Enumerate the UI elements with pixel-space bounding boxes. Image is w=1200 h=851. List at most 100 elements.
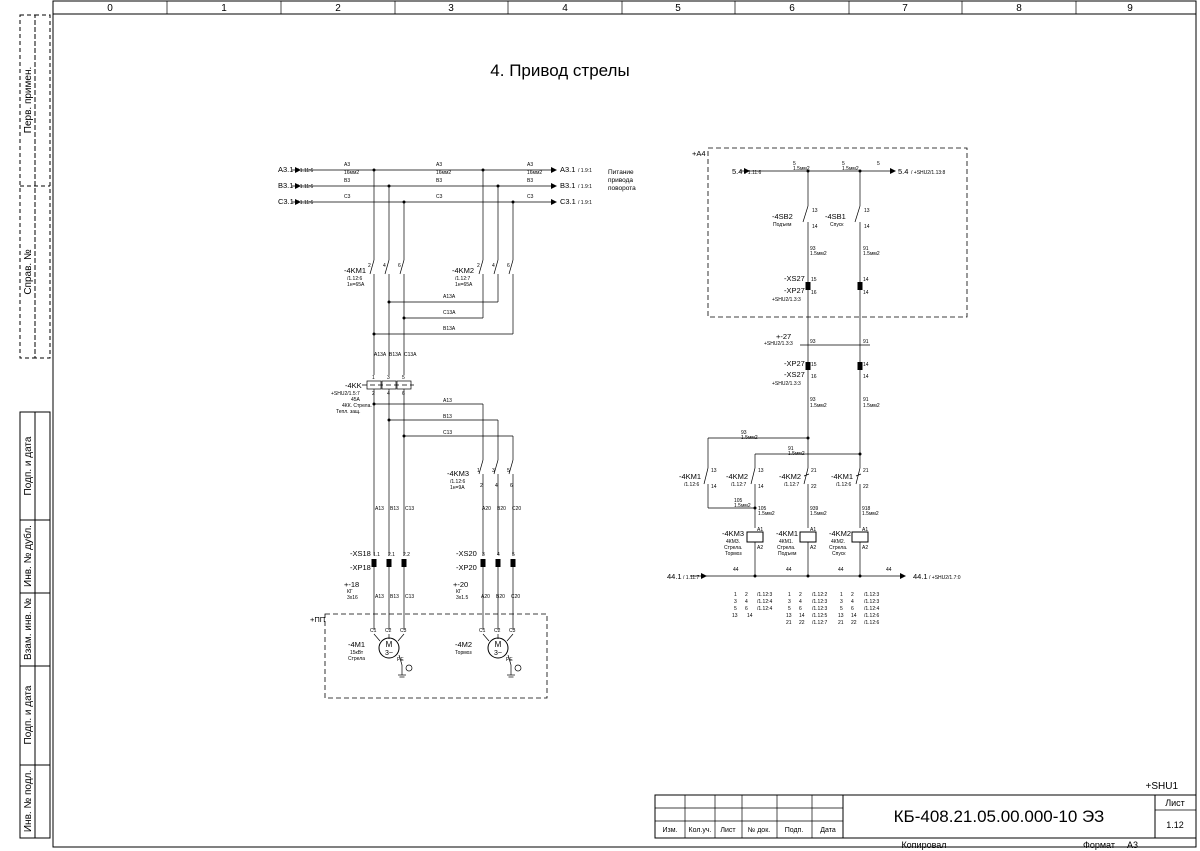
w5-1: 5 (793, 161, 796, 167)
turn-note-1: Питание (608, 169, 634, 176)
coil-km1-tag: -4KM1 (776, 529, 798, 538)
cable18-size: 3x16 (347, 595, 358, 601)
grid-col-1: 1 (221, 3, 227, 14)
coil-km2-tag: -4KM2 (829, 529, 851, 538)
xs27b-ref: +SHU2/1.3:3 (772, 381, 801, 387)
podp-data-label-2: Подп. и дата (23, 685, 34, 744)
xref1-r1-c: /1.12:3 (812, 599, 828, 605)
cable20-kind: КГ (456, 589, 462, 595)
xs27-pin-16: 16 (811, 290, 817, 296)
il2-pin-13: 13 (758, 468, 764, 474)
wire-c3-2: C3 (436, 194, 443, 200)
cross-wire-3: B13A (443, 326, 456, 332)
xs18-pin-1: 1.1 (373, 552, 380, 558)
xref0-r1-a: 3 (734, 599, 737, 605)
n-in-tag: 44.1 (667, 572, 682, 581)
xs27-ref: +SHU2/1.3:3 (772, 297, 801, 303)
xref1-r0-a: 1 (788, 592, 791, 598)
m2-wire-c: C20 (512, 506, 521, 512)
xref1-r4-c: /1.12:7 (812, 620, 828, 626)
location-tag: +SHU1 (1145, 781, 1178, 792)
km2-c2: 2 (477, 263, 480, 269)
xp27-tag: -XP27 (784, 286, 805, 295)
motor-m1-icon (378, 637, 400, 659)
xs18-pin-2: 2.1 (388, 552, 395, 558)
power-circuit: A3.1 / 1.11:6 B3.1 / 1.11:6 C3.1 / 1.11:… (278, 162, 636, 699)
xref1-r1-a: 3 (788, 599, 791, 605)
cable27-ref: +SHU2/1.3:3 (764, 341, 793, 347)
xref0-r2-b: 6 (745, 606, 748, 612)
coil-km2-a2: A2 (862, 545, 868, 551)
phase-a-in: A3.1 (278, 165, 293, 174)
w93-b: 93 (810, 339, 816, 345)
grid-header: 0 1 2 3 4 5 6 7 8 9 (107, 1, 1133, 14)
xref0-r0-c: /1.12:3 (757, 592, 773, 598)
col-podp: Подп. (785, 827, 804, 834)
n-out-ref: / +SHU2/1.7:0 (929, 575, 961, 581)
kk-bot-6: 6 (402, 391, 405, 397)
ctrl-out-ref: / +SHU2/1.13:8 (911, 170, 946, 176)
km3-tag: -4KM3 (447, 469, 469, 478)
kk-wire-c: C13A (404, 352, 417, 358)
m1-wire-b: B13 (390, 506, 399, 512)
col-no-dok: № док. (748, 827, 770, 834)
grid-col-8: 8 (1016, 3, 1022, 14)
kopiroval-label: Копировал (901, 840, 946, 850)
sprav-no-label: Справ. № (23, 249, 34, 295)
kk-tag: -4KK (345, 381, 362, 390)
m1-power: 15кВт (350, 650, 364, 656)
phase-b-in: B3.1 (278, 181, 293, 190)
xref2-r4-c: /1.12:6 (864, 620, 880, 626)
mid-wire-c13: C13 (443, 430, 452, 436)
format-label: Формат (1083, 840, 1115, 850)
phase-b-out-ref: / 1.9:1 (578, 184, 592, 190)
cable18-tag: +-18 (344, 580, 359, 589)
xref1-r3-c: /1.12:5 (812, 613, 828, 619)
cable27-tag: +-27 (776, 332, 791, 341)
c18-wire-c: C13 (405, 594, 414, 600)
grid-col-6: 6 (789, 3, 795, 14)
col-izm: Изм. (663, 827, 678, 834)
format-value: А3 (1127, 840, 1138, 850)
phase-c-out-ref: / 1.9:1 (578, 200, 592, 206)
mid-wire-a13: A13 (443, 398, 452, 404)
wire-c3-3: C3 (527, 194, 534, 200)
xref2-r0-c: /1.12:3 (864, 592, 880, 598)
wire-b3-2: B3 (436, 178, 442, 184)
sb1-pin-13: 13 (864, 208, 870, 214)
coil-km1-desc-3: Подъем (778, 551, 797, 557)
m2-term-c1: C1 (479, 628, 486, 634)
podp-data-label: Подп. и дата (23, 436, 34, 495)
col-data: Дата (820, 827, 836, 834)
w93-a: 93 (810, 246, 816, 252)
wire-a3-3: A3 (527, 162, 533, 168)
m1-phase: 3~ (385, 650, 393, 657)
il4-ref: /1.12:6 (836, 482, 852, 488)
sheet-title: 4. Привод стрелы (490, 61, 629, 80)
side-stamp: Перв. примен. Справ. № Подп. и дата Инв.… (19, 14, 51, 839)
n-out-tag: 44.1 (913, 572, 928, 581)
xref2-r1-a: 3 (840, 599, 843, 605)
n-in-ref: / 1.11:7 (683, 575, 700, 581)
col-kol-uch: Кол.уч. (689, 827, 712, 834)
w93-c: 93 (810, 397, 816, 403)
m1-wire-c: C13 (405, 506, 414, 512)
w91-c-sub: 1.5мм2 (863, 403, 880, 409)
xref0-r1-b: 4 (745, 599, 748, 605)
cable20-tag: +-20 (453, 580, 468, 589)
motor-m2: C1 C2 C3 M 3~ -4M2 Тормоз PE (455, 628, 522, 678)
kk-rating: 45A (351, 397, 361, 403)
coil-km3-desc-3: Тормоз (725, 551, 742, 557)
c18-wire-a: A13 (375, 594, 384, 600)
km2-tag: -4KM2 (452, 266, 474, 275)
w44-1: 44 (733, 567, 739, 573)
il4-tag: -4KM1 (831, 472, 853, 481)
cross-wire-1: A13A (443, 294, 456, 300)
km1-c2: 2 (368, 263, 371, 269)
sheet-label: Лист (1165, 798, 1185, 808)
coil-km2-desc-1: 4КМ2. (831, 539, 845, 545)
w918-sub: 1.5мм2 (862, 511, 879, 517)
il1-tag: -4KM1 (679, 472, 701, 481)
turn-note-3: поворота (608, 185, 636, 192)
km3-c2: 2 (480, 483, 483, 489)
